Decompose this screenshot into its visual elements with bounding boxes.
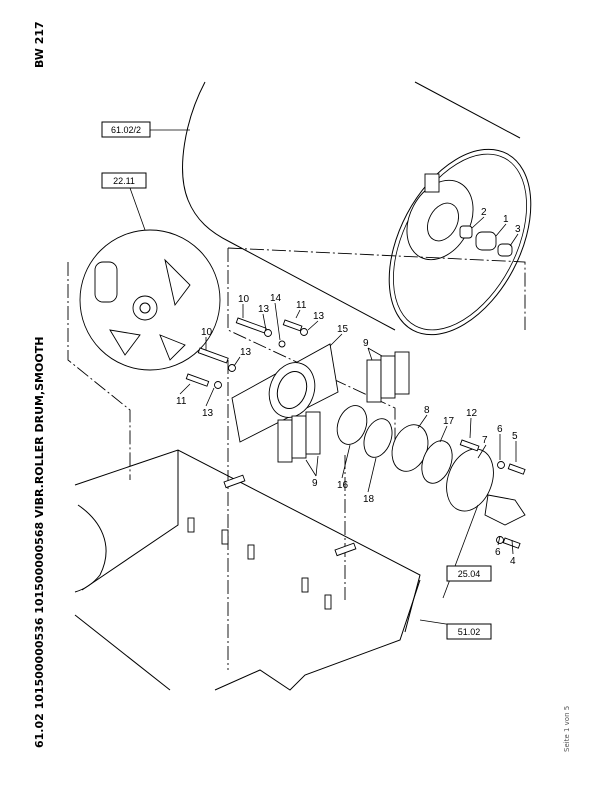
rubber-blocks-lower bbox=[277, 411, 321, 463]
callout-5: 5 bbox=[512, 431, 518, 442]
callout-17: 17 bbox=[443, 416, 455, 427]
ref-box-61-02-2[interactable]: 61.02/2 bbox=[101, 121, 151, 138]
ref-box-25-04[interactable]: 25.04 bbox=[446, 565, 492, 582]
callout-13: 13 bbox=[313, 311, 325, 322]
callout-7: 7 bbox=[482, 435, 488, 446]
svg-text:61.02/2: 61.02/2 bbox=[111, 125, 141, 135]
callout-11: 11 bbox=[176, 396, 187, 407]
callout-2: 2 bbox=[481, 207, 487, 218]
callout-10: 10 bbox=[238, 294, 250, 305]
part-16 bbox=[336, 405, 368, 445]
rubber-blocks-upper bbox=[366, 351, 410, 403]
callout-8: 8 bbox=[424, 405, 430, 416]
roller-frame bbox=[74, 449, 421, 691]
motor bbox=[484, 494, 526, 526]
ref-box-51-02[interactable]: 51.02 bbox=[446, 623, 492, 640]
callout-4: 4 bbox=[510, 556, 516, 567]
callout-9: 9 bbox=[312, 478, 318, 489]
callout-6: 6 bbox=[497, 424, 503, 435]
callouts: 1 2 3 10 13 14 11 13 15 10 13 11 13 9 9 … bbox=[176, 207, 521, 567]
part-7 bbox=[446, 448, 494, 512]
ref-box-22-11[interactable]: 22.11 bbox=[101, 172, 147, 189]
part-18 bbox=[363, 418, 393, 458]
drum-hub-boss bbox=[424, 173, 440, 193]
svg-text:51.02: 51.02 bbox=[458, 627, 481, 637]
callout-3: 3 bbox=[515, 224, 521, 235]
buffer-disc bbox=[79, 229, 221, 371]
callout-15: 15 bbox=[337, 324, 349, 335]
part-3 bbox=[497, 243, 513, 257]
callout-10: 10 bbox=[201, 327, 213, 338]
callout-16: 16 bbox=[337, 480, 349, 491]
part-17 bbox=[421, 440, 453, 484]
callout-6: 6 bbox=[495, 547, 501, 558]
bearing-plate bbox=[231, 343, 339, 443]
part-2 bbox=[459, 225, 473, 239]
part-1 bbox=[475, 231, 497, 251]
callout-13: 13 bbox=[240, 347, 252, 358]
callout-12: 12 bbox=[466, 408, 478, 419]
callout-18: 18 bbox=[363, 494, 375, 505]
svg-text:25.04: 25.04 bbox=[458, 569, 481, 579]
callout-9: 9 bbox=[363, 338, 369, 349]
callout-1: 1 bbox=[503, 214, 509, 225]
callout-11: 11 bbox=[296, 300, 307, 311]
callout-14: 14 bbox=[270, 293, 282, 304]
callout-13: 13 bbox=[258, 304, 270, 315]
roller-drum bbox=[182, 81, 532, 336]
svg-text:22.11: 22.11 bbox=[113, 176, 135, 186]
callout-13: 13 bbox=[202, 408, 214, 419]
